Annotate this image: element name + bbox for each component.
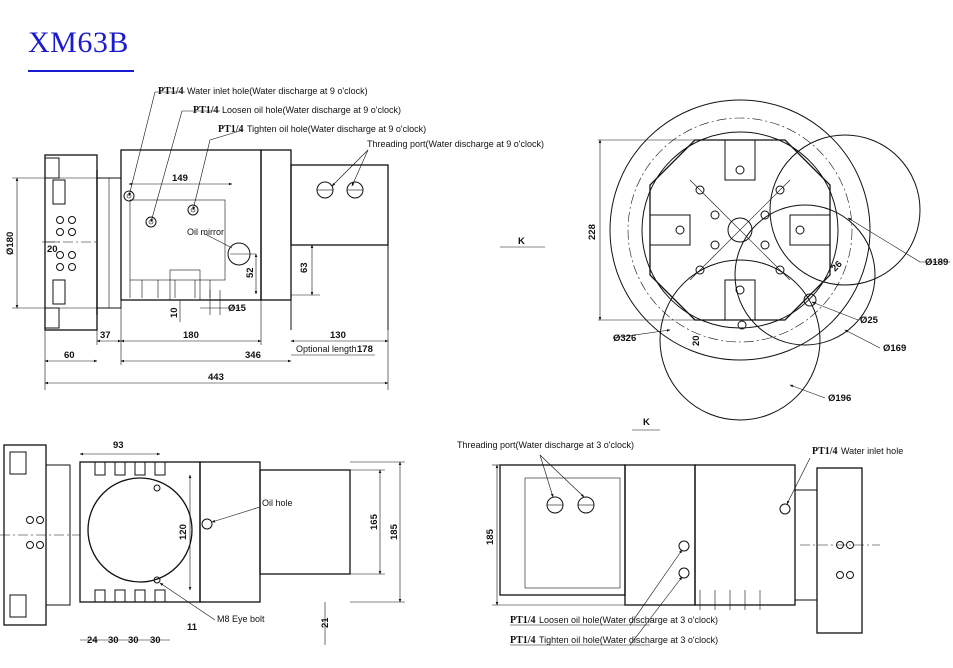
front-dim-169: Ø169 [883, 343, 906, 354]
dim-149: 149 [172, 173, 188, 184]
front-dim-25: Ø25 [860, 315, 879, 326]
t-slot-markers [56, 216, 76, 271]
dim-178: 178 [357, 344, 373, 355]
k-threading-port: Threading port(Water discharge at 3 o'cl… [457, 440, 634, 450]
front-dim-26: 26 [829, 259, 844, 274]
eye-bolt-label: M8 Eye bolt [217, 614, 265, 624]
page-title: XM63B [28, 26, 129, 59]
front-k-label: K [518, 236, 525, 247]
oil-hole [201, 518, 213, 530]
view-k: K Threading port(Water discharge at 3 o'… [457, 417, 903, 646]
k-water-code: PT1/4 [812, 446, 838, 457]
dim-37: 37 [100, 330, 111, 341]
plan-dim-24: 24 [87, 635, 98, 646]
k-water-text: Water inlet hole [841, 446, 903, 456]
front-dim-326: Ø326 [613, 333, 636, 344]
k-loosen-text: Loosen oil hole(Water discharge at 3 o'c… [539, 615, 718, 625]
outer-circle [609, 99, 871, 361]
oil-mirror-label: Oil mirror [187, 227, 224, 237]
front-dim-20: 20 [691, 335, 702, 346]
callout-1-text: Water inlet hole(Water discharge at 9 o'… [187, 86, 368, 96]
plan-view: 93 120 165 185 Oil hole M8 Eye bolt 11 2… [0, 440, 405, 646]
front-dim-196: Ø196 [828, 393, 851, 404]
callout-2-text: Loosen oil hole(Water discharge at 9 o'c… [222, 105, 401, 115]
front-view: 228 K Ø189 Ø25 Ø169 Ø326 20 Ø196 26 [500, 99, 950, 421]
motor-housing [260, 149, 292, 301]
plan-dim-185: 185 [389, 523, 400, 540]
side-view-top: PT1/4 Water inlet hole(Water discharge a… [5, 86, 544, 390]
dim-d15: Ø15 [228, 303, 247, 314]
dim-63: 63 [299, 262, 310, 273]
plan-dim-120: 120 [178, 524, 189, 540]
k-dim-185: 185 [485, 528, 496, 545]
plan-bore [87, 477, 193, 583]
front-dim-228: 228 [587, 224, 598, 240]
dim-10: 10 [169, 307, 180, 318]
threading-port-label: Threading port(Water discharge at 9 o'cl… [367, 139, 544, 149]
oil-hole-label: Oil hole [262, 498, 293, 508]
dim-60: 60 [64, 350, 75, 361]
plan-dim-11: 11 [187, 622, 198, 633]
plan-dim-165: 165 [369, 513, 380, 530]
optional-length-label: Optional length [296, 344, 357, 354]
plan-dim-21: 21 [320, 617, 331, 628]
motor-box [290, 164, 389, 246]
k-tighten-text: Tighten oil hole(Water discharge at 3 o'… [539, 635, 718, 645]
callout-3-text: Tighten oil hole(Water discharge at 9 o'… [247, 124, 426, 134]
dim-20: 20 [47, 244, 58, 255]
main-body [120, 149, 262, 301]
callout-2-code: PT1/4 [193, 105, 219, 116]
dim-180: 180 [183, 330, 199, 341]
dim-180v: Ø180 [5, 232, 16, 255]
dim-346: 346 [245, 350, 261, 361]
dim-443: 443 [208, 372, 224, 383]
callout-1-code: PT1/4 [158, 86, 184, 97]
k-loosen-code: PT1/4 [510, 615, 536, 626]
k-tighten-code: PT1/4 [510, 635, 536, 646]
dim-130: 130 [330, 330, 346, 341]
plan-dim-30c: 30 [150, 635, 161, 646]
plan-dim-30b: 30 [128, 635, 139, 646]
front-dim-189: Ø189 [925, 257, 948, 268]
title-underline [28, 70, 134, 72]
callout-3-code: PT1/4 [218, 124, 244, 135]
view-k-label: K [643, 417, 650, 428]
plan-dim-93: 93 [113, 440, 124, 451]
front-holes [675, 165, 817, 330]
dim-52: 52 [245, 267, 256, 278]
plan-dim-30a: 30 [108, 635, 119, 646]
